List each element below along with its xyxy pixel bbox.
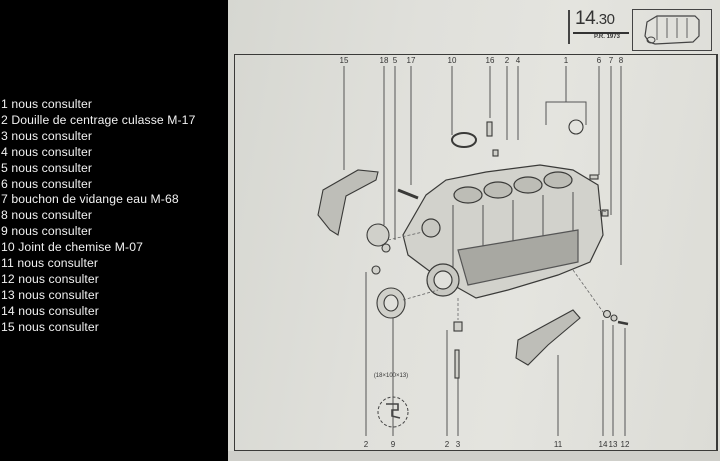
- legend-item: 9 nous consulter: [1, 224, 93, 239]
- callout-4: 4: [515, 56, 521, 65]
- legend-item: 5 nous consulter: [1, 160, 93, 175]
- exploded-diagram-sheet: 14.30 P.R. 1973 15 18 5 17 10 16 2 4 1 6…: [228, 0, 720, 461]
- callout-14: 14: [598, 440, 608, 449]
- legend-item: 6 nous consulter: [1, 176, 93, 191]
- callout-16: 16: [485, 56, 495, 65]
- reference-code: P.R. 1973: [594, 34, 620, 40]
- legend-item: 13 nous consulter: [1, 287, 99, 302]
- diagram-frame: [234, 54, 718, 451]
- callout-2-bottom-b: 2: [444, 440, 450, 449]
- legend-item: 11 nous consulter: [1, 256, 99, 271]
- callout-13: 13: [608, 440, 618, 449]
- callout-2-bottom: 2: [363, 440, 369, 449]
- legend-item: 15 nous consulter: [1, 319, 99, 334]
- callout-10: 10: [447, 56, 457, 65]
- callout-9: 9: [390, 440, 396, 449]
- legend-item: 10 Joint de chemise M-07: [1, 240, 143, 255]
- callout-5: 5: [392, 56, 398, 65]
- callout-11: 11: [553, 440, 563, 449]
- callout-2: 2: [504, 56, 510, 65]
- page-number-underline: [573, 32, 629, 34]
- callout-7: 7: [608, 56, 614, 65]
- callout-3: 3: [455, 440, 461, 449]
- engine-block-thumbnail-icon: [632, 9, 712, 51]
- legend-item: 1 nous consulter: [1, 97, 93, 111]
- page-bottom-edge: [228, 451, 720, 461]
- callout-1: 1: [563, 56, 569, 65]
- parts-list: 1 nous consulter 2 Douille de centrage c…: [1, 97, 195, 336]
- callout-15: 15: [339, 56, 349, 65]
- engine-block-exploded-drawing: [317, 66, 629, 436]
- parts-legend-panel: 1 nous consulter 2 Douille de centrage c…: [0, 0, 228, 461]
- dimension-note: (18×100×13): [373, 373, 409, 379]
- legend-item: 8 nous consulter: [1, 208, 93, 223]
- page-number: 14.30: [575, 8, 615, 29]
- header-divider: [568, 10, 570, 44]
- legend-item: 2 Douille de centrage culasse M-17: [1, 112, 196, 127]
- callout-6: 6: [596, 56, 602, 65]
- legend-item: 12 nous consulter: [1, 271, 99, 286]
- legend-item: 14 nous consulter: [1, 303, 99, 318]
- callout-12: 12: [620, 440, 630, 449]
- callout-8: 8: [618, 56, 624, 65]
- legend-item: 7 bouchon de vidange eau M-68: [1, 192, 179, 207]
- legend-item: 3 nous consulter: [1, 128, 93, 143]
- callout-17: 17: [406, 56, 416, 65]
- callout-18: 18: [379, 56, 389, 65]
- legend-item: 4 nous consulter: [1, 144, 93, 159]
